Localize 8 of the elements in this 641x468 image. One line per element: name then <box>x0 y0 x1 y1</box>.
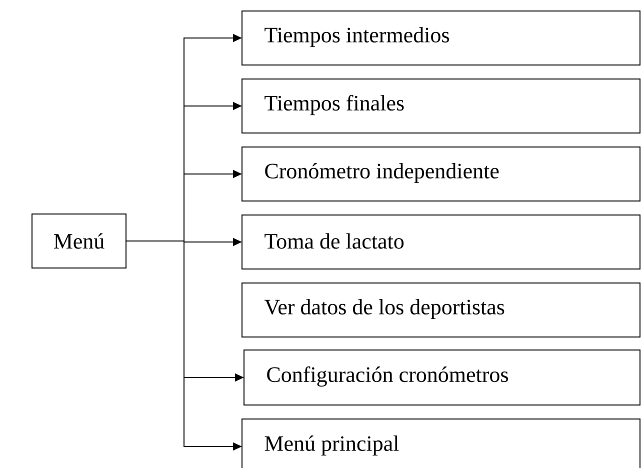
menu-box: Tiempos finales <box>242 78 640 134</box>
menu-box: Cronómetro independiente <box>242 146 640 202</box>
menu-box: Toma de lactato <box>242 214 640 270</box>
menu-box: Menú principal <box>242 418 640 468</box>
menu-box: Menú <box>32 214 126 268</box>
menu-box: Configuración cronómetros <box>244 349 640 406</box>
menu-box: Tiempos intermedios <box>242 10 640 66</box>
menu-box: Ver datos de los deportistas <box>242 282 640 338</box>
